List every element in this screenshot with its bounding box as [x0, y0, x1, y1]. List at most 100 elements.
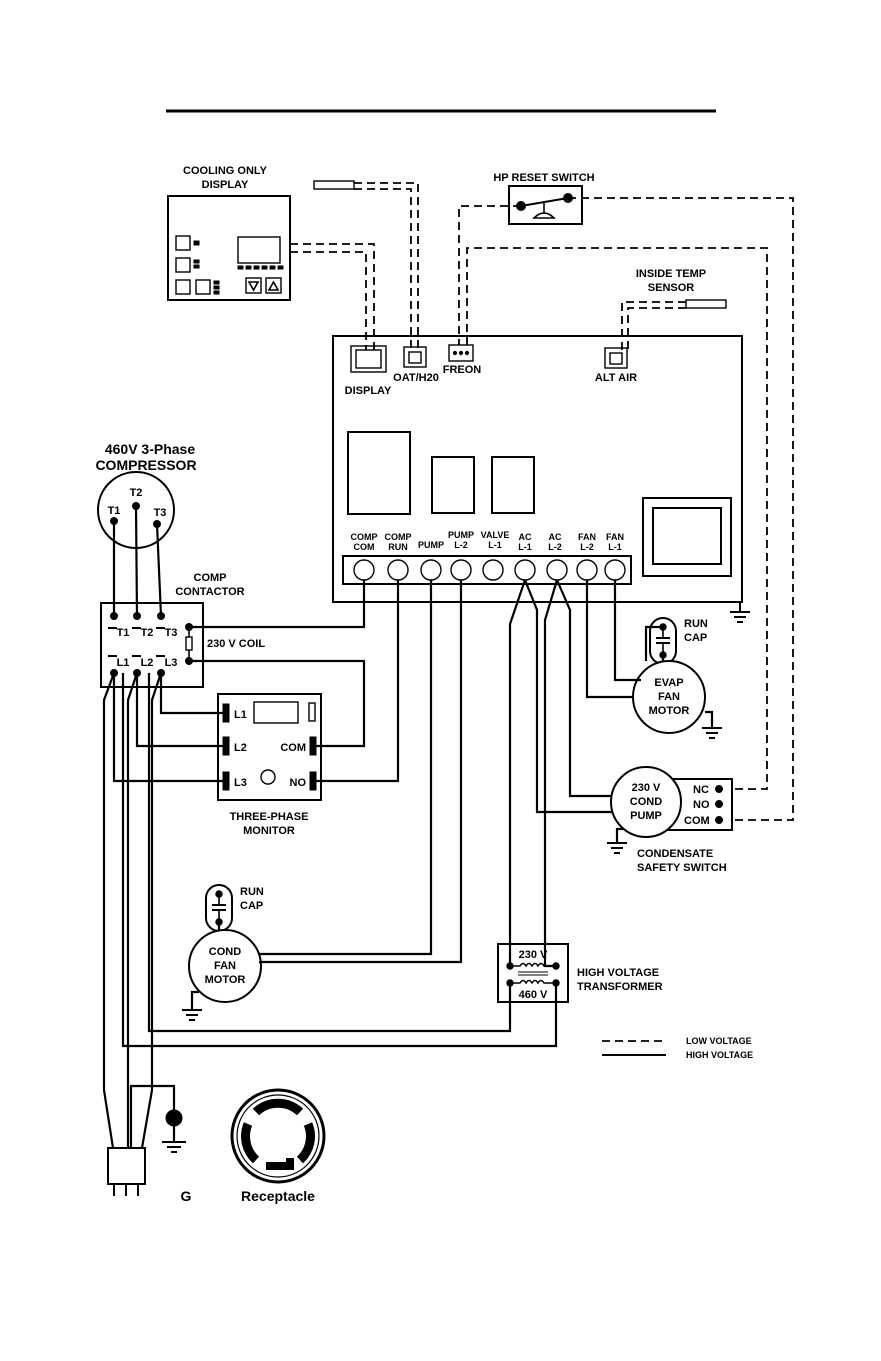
low-voltage-wiring — [290, 182, 794, 821]
monitor-display — [253, 701, 299, 724]
alt-air-connector — [604, 347, 628, 369]
contactor-l3: L3 — [165, 657, 178, 669]
terminal-label: AC — [519, 532, 532, 542]
safety-switch-title-line2: SAFETY SWITCH — [637, 862, 727, 874]
monitor-terminal — [222, 703, 230, 723]
compressor-terminal-t1: T1 — [108, 505, 121, 517]
cond-fan-motor-label-1: COND — [209, 946, 241, 958]
safety-switch-nc: NC — [693, 784, 709, 796]
display-button — [175, 257, 191, 273]
display-screen — [237, 236, 281, 264]
display-title-line1: COOLING ONLY — [183, 165, 268, 177]
compressor-terminal-t2: T2 — [130, 487, 143, 499]
comp-contactor: COMP CONTACTOR T1 T2 T3 L1 L2 L3 230 V C… — [100, 572, 265, 688]
hp-reset-switch-label: HP RESET SWITCH — [493, 172, 594, 184]
contactor-title-line1: COMP — [194, 572, 227, 584]
display-led — [213, 290, 220, 295]
evap-run-cap-label-1: RUN — [684, 618, 708, 630]
safety-switch-title-line1: CONDENSATE — [637, 848, 713, 860]
contactor-coil-label: 230 V COIL — [207, 638, 265, 650]
cond-pump-label-2: COND — [630, 796, 662, 808]
display-led — [193, 264, 200, 269]
cond-fan-motor-label-3: MOTOR — [205, 974, 246, 986]
cond-fan-motor-label-2: FAN — [214, 960, 236, 972]
evap-fan-motor-label-2: FAN — [658, 691, 680, 703]
display-led — [213, 280, 220, 285]
contactor-t2: T2 — [141, 627, 154, 639]
terminal-label: PUMP — [448, 530, 474, 540]
contactor-t1: T1 — [117, 627, 130, 639]
display-led — [213, 285, 220, 290]
down-arrow-icon — [247, 281, 260, 292]
receptacle-label: Receptacle — [241, 1188, 315, 1204]
contactor-title-line2: CONTACTOR — [175, 586, 244, 598]
cond-pump-housing — [610, 766, 682, 838]
ground-label: G — [181, 1188, 192, 1204]
board-ground-icon — [730, 602, 750, 623]
legend-low-voltage-label: LOW VOLTAGE — [686, 1036, 752, 1046]
oat-h20-connector-label: OAT/H20 — [393, 372, 439, 384]
transformer-secondary-label: 460 V — [519, 989, 548, 1001]
inside-temp-label-line1: INSIDE TEMP — [636, 268, 706, 280]
board-transformer-core — [652, 507, 722, 565]
contactor-t3: T3 — [165, 627, 178, 639]
inside-temp-probe — [685, 299, 727, 309]
display-connector — [350, 345, 387, 373]
display-button — [195, 279, 211, 295]
high-voltage-wiring — [102, 505, 665, 1149]
board-relay — [491, 456, 535, 514]
compressor-terminal-t3: T3 — [154, 507, 167, 519]
cond-pump: 230 V COND PUMP — [610, 766, 682, 838]
compressor-title-line1: 460V 3-Phase — [105, 441, 195, 457]
freon-connector — [448, 344, 474, 362]
cond-pump-label-3: PUMP — [630, 810, 662, 822]
main-ground-icon — [162, 1109, 186, 1153]
receptacle-icon — [230, 1088, 326, 1184]
evap-fan-motor-label-3: MOTOR — [649, 705, 690, 717]
display-led — [193, 240, 200, 246]
terminal-label: FAN — [606, 532, 624, 542]
contactor-l1: L1 — [117, 657, 130, 669]
terminal-label: L-1 — [518, 542, 532, 552]
terminal-label: L-1 — [608, 542, 622, 552]
monitor-adjust-knob — [260, 769, 276, 785]
evap-fan-motor: EVAP FAN MOTOR — [632, 660, 706, 734]
monitor-terminal — [309, 736, 317, 756]
oat-h20-connector — [403, 346, 427, 368]
monitor-terminal — [222, 736, 230, 756]
evap-run-cap-label-2: CAP — [684, 632, 707, 644]
legend: LOW VOLTAGE HIGH VOLTAGE — [602, 1036, 753, 1060]
monitor-com: COM — [280, 742, 306, 754]
terminal-label: RUN — [388, 542, 408, 552]
legend-high-voltage-label: HIGH VOLTAGE — [686, 1050, 753, 1060]
terminal-label: VALVE — [481, 530, 510, 540]
terminal-label: COMP — [351, 532, 378, 542]
terminal-label: AC — [549, 532, 562, 542]
terminal-label: COM — [354, 542, 375, 552]
monitor-l3: L3 — [234, 777, 247, 789]
terminal-label: PUMP — [418, 540, 444, 550]
monitor-no: NO — [290, 777, 307, 789]
compressor: 460V 3-Phase COMPRESSOR T2 T1 T3 — [95, 441, 197, 549]
power-plug — [107, 1147, 146, 1196]
terminal-label: COMP — [385, 532, 412, 542]
cond-run-cap-label-1: RUN — [240, 886, 264, 898]
alt-air-connector-label: ALT AIR — [595, 372, 637, 384]
cond-pump-label-1: 230 V — [632, 782, 661, 794]
cond-fan-motor: COND FAN MOTOR — [188, 929, 262, 1003]
plug-body — [107, 1147, 146, 1185]
terminal-label: L-2 — [548, 542, 562, 552]
terminal-label: L-1 — [488, 540, 502, 550]
terminal-strip-screws — [353, 559, 626, 581]
display-connector-label: DISPLAY — [345, 385, 392, 397]
evap-run-capacitor: RUN CAP — [649, 617, 708, 665]
board-relay — [347, 431, 411, 515]
contactor-l2: L2 — [141, 657, 154, 669]
three-phase-monitor: L1 L2 L3 COM NO THREE-PHASE MONITOR — [217, 693, 322, 837]
monitor-l1: L1 — [234, 709, 247, 721]
terminal-label: FAN — [578, 532, 596, 542]
terminal-label: L-2 — [580, 542, 594, 552]
cond-motor-ground-icon — [182, 990, 202, 1021]
cond-run-cap-label-2: CAP — [240, 900, 263, 912]
